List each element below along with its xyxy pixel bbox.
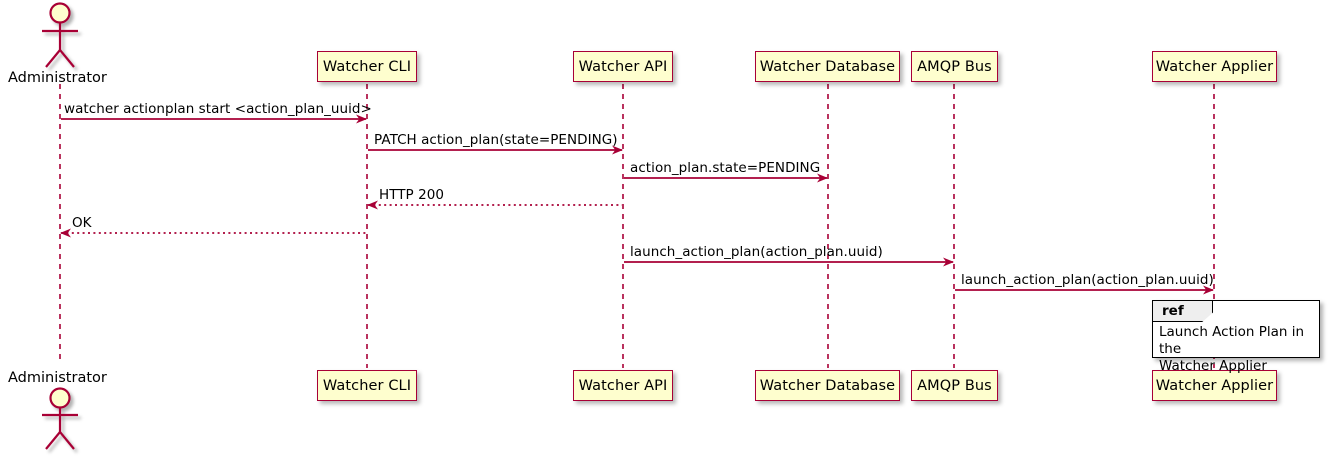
lifelines [59,84,1215,368]
participant-label: Watcher API [578,377,668,394]
message-label-m2: PATCH action_plan(state=PENDING) [374,132,618,148]
participant-label: Watcher CLI [322,58,412,75]
participant-amqp-bus-top[interactable]: AMQP Bus [911,51,998,82]
actor-label-administrator-top: Administrator [8,70,107,86]
participant-label: Watcher Database [759,58,896,75]
message-label-m6: launch_action_plan(action_plan.uuid) [630,244,883,260]
participant-watcher-database-bottom[interactable]: Watcher Database [755,370,900,401]
actor-administrator-bottom [42,387,78,450]
ref-fragment-tab: ref [1153,301,1213,322]
participant-label: Watcher Applier [1155,58,1274,75]
actor-administrator-top [42,2,78,68]
participant-amqp-bus-bottom[interactable]: AMQP Bus [911,370,998,401]
message-label-m5: OK [72,215,92,231]
participant-label: Watcher Applier [1155,377,1274,394]
message-label-m3: action_plan.state=PENDING [630,160,821,176]
ref-fragment-body: Launch Action Plan in the Watcher Applie… [1153,322,1319,374]
participant-label: AMQP Bus [917,377,992,394]
participant-label: Watcher CLI [322,377,412,394]
actor-label-administrator-bottom: Administrator [8,370,107,386]
participant-watcher-database-top[interactable]: Watcher Database [755,51,900,82]
ref-fragment[interactable]: ref Launch Action Plan in the Watcher Ap… [1152,300,1320,374]
participant-label: Watcher API [578,58,668,75]
ref-fragment-line-1: Launch Action Plan in the [1159,324,1305,357]
participant-label: Watcher Database [759,377,896,394]
participant-watcher-cli-top[interactable]: Watcher CLI [317,51,417,82]
participant-label: AMQP Bus [917,58,992,75]
participant-watcher-applier-bottom[interactable]: Watcher Applier [1152,370,1277,401]
participant-watcher-api-bottom[interactable]: Watcher API [573,370,673,401]
participant-watcher-applier-top[interactable]: Watcher Applier [1152,51,1277,82]
participant-watcher-cli-bottom[interactable]: Watcher CLI [317,370,417,401]
participant-watcher-api-top[interactable]: Watcher API [573,51,673,82]
message-arrows [60,114,1214,295]
message-label-m7: launch_action_plan(action_plan.uuid) [961,272,1214,288]
ref-fragment-tab-label: ref [1162,303,1184,319]
message-label-m4: HTTP 200 [379,187,445,203]
message-label-m1: watcher actionplan start <action_plan_uu… [64,101,372,117]
ref-fragment-line-2: Watcher Applier [1159,358,1267,374]
